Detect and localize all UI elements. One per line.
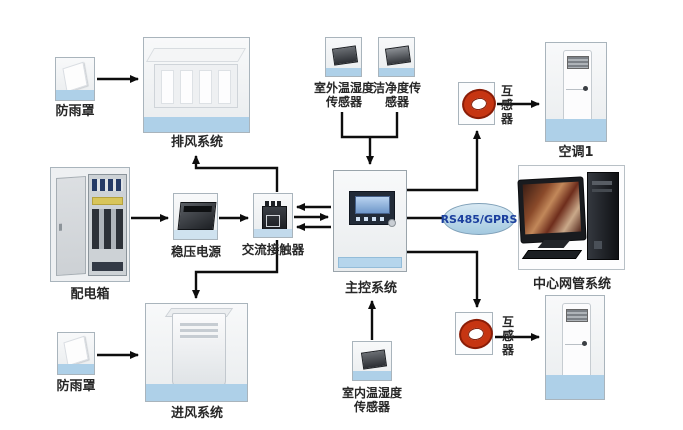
sensor-device: [384, 45, 412, 66]
contactor-pin: [277, 201, 281, 207]
intake-system-label: 进风系统: [170, 406, 223, 421]
photo-blue-strip: [379, 68, 414, 76]
ac-contactor-label: 交流接触器: [241, 242, 305, 257]
sensor-device: [331, 45, 359, 66]
air-conditioner-1-label: 空调1: [558, 145, 594, 160]
stabilizer-vent: [183, 206, 213, 212]
cabinet-interior: [88, 174, 127, 276]
distribution-box-image: [50, 167, 130, 282]
contactor-row: [92, 209, 123, 249]
drive-bay: [592, 181, 612, 185]
indoor-sensor-label: 室内温湿度 传感器: [341, 386, 402, 414]
photo-blue-strip: [56, 90, 94, 100]
main-control-image: [333, 170, 407, 272]
ac-knob: [583, 86, 588, 91]
edge-main-ctbottom: [407, 250, 481, 308]
edge-sensors-merge: [340, 112, 399, 139]
exhaust-slat: [161, 70, 174, 104]
ac-grille: [566, 309, 588, 322]
rain-cover-top-label: 防雨罩: [55, 104, 95, 119]
contactor-window: [266, 215, 280, 227]
cabinet-door: [56, 175, 86, 277]
voltage-stabilizer-image: [173, 193, 218, 240]
exhaust-cassette: [154, 64, 238, 108]
exhaust-system-image: [143, 37, 250, 133]
power-button: [594, 241, 602, 249]
rs485-gprs-bubble: RS485/GPRS: [441, 203, 517, 235]
current-transformer-coil: [461, 88, 497, 120]
pc-monitor: [517, 176, 587, 244]
terminal-strip: [92, 262, 123, 271]
exhaust-slat: [180, 70, 193, 104]
ct-top-image: [458, 82, 497, 125]
contactor-pin: [271, 201, 275, 207]
photo-blue-strip: [174, 230, 217, 239]
ac-contactor-image: [253, 193, 293, 238]
edge-contactor-intake: [192, 240, 279, 299]
outdoor-sensor-image: [325, 37, 362, 77]
exhaust-slat: [199, 70, 212, 104]
exhaust-lid: [145, 48, 247, 62]
indoor-sensor-image: [352, 341, 392, 381]
photo-blue-strip: [353, 371, 391, 380]
current-transformer-coil: [458, 318, 494, 350]
breaker-row: [92, 179, 123, 191]
photo-blue-strip: [146, 384, 247, 401]
edge-contactor-exhaust: [192, 155, 279, 192]
contactor-pin: [265, 201, 269, 207]
exhaust-system-label: 排风系统: [170, 135, 223, 150]
sensor-device: [360, 349, 388, 370]
rain-cover-icon: [62, 61, 88, 93]
intake-system-image: [145, 303, 248, 402]
cleanliness-sensor-image: [378, 37, 415, 77]
lcd-screen: [355, 196, 390, 214]
rain-cover-top-image: [55, 57, 95, 101]
stabilizer-device: [177, 202, 217, 230]
ac-grille: [567, 56, 589, 69]
keyboard: [521, 250, 583, 259]
air-conditioner-2-image: [545, 295, 605, 400]
rain-cover-bottom-image: [57, 332, 95, 375]
intake-unit: [172, 313, 226, 387]
door-handle: [59, 223, 62, 231]
controller-knob: [388, 219, 396, 227]
network-center-label: 中心网管系统: [532, 277, 611, 292]
photo-blue-strip: [546, 119, 606, 141]
monitor-screen: [522, 181, 582, 235]
controller-bottom-strip: [338, 257, 402, 268]
edge-main-cttop: [407, 130, 481, 192]
photo-blue-strip: [254, 229, 292, 237]
ct-bottom-label: 互 感 器: [501, 315, 514, 357]
keypad: [356, 217, 388, 221]
photo-blue-strip: [58, 364, 94, 374]
cleanliness-sensor-label: 洁净度传 感器: [372, 81, 421, 109]
ac-divider: [566, 89, 588, 90]
monitor-stand: [537, 240, 571, 248]
ac-knob: [582, 341, 587, 346]
ct-bottom-image: [455, 312, 494, 355]
network-center-image: [517, 165, 625, 270]
photo-blue-strip: [546, 375, 604, 399]
voltage-stabilizer-label: 稳压电源: [170, 244, 221, 259]
photo-blue-strip: [144, 117, 249, 132]
controller-lcd-panel: [349, 191, 395, 225]
intake-grille: [180, 323, 218, 339]
pc-tower: [587, 172, 619, 260]
ac-divider: [565, 344, 587, 345]
outdoor-sensor-label: 室外温湿度 传感器: [313, 81, 374, 109]
rain-cover-icon: [63, 335, 89, 367]
photo-blue-strip: [326, 68, 361, 76]
rain-cover-bottom-label: 防雨罩: [56, 379, 96, 394]
ct-top-label: 互 感 器: [500, 84, 513, 126]
air-conditioner-1-image: [545, 42, 607, 142]
exhaust-slat: [218, 70, 231, 104]
main-control-label: 主控系统: [344, 281, 397, 296]
distribution-box-label: 配电箱: [70, 287, 110, 302]
label-strip: [92, 197, 123, 205]
drive-bay: [592, 189, 612, 192]
